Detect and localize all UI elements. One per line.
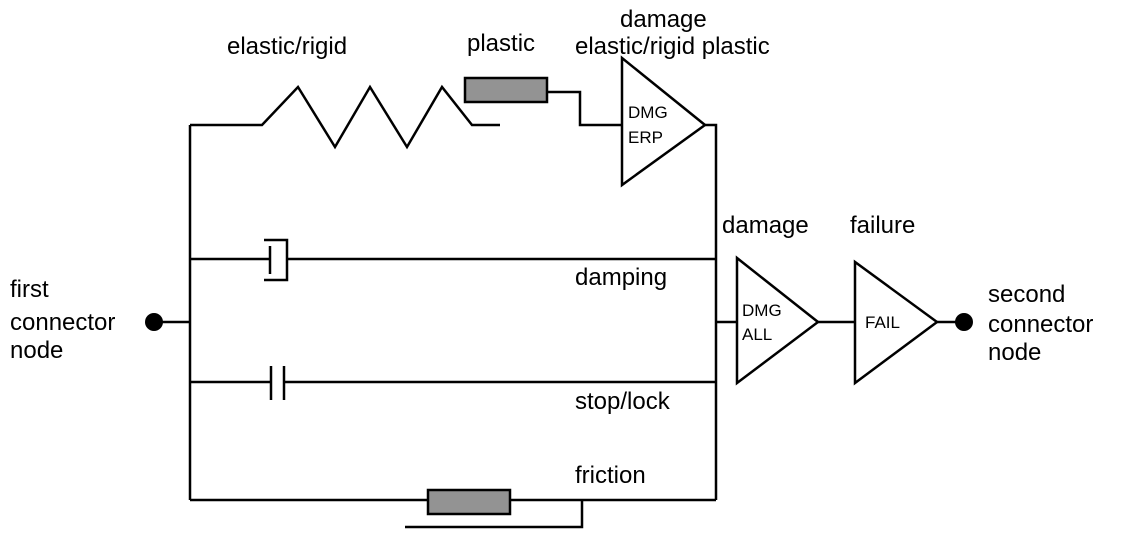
label-second-node-line2: connector [988,311,1093,338]
label-failure: failure [850,212,915,239]
label-plastic: plastic [467,30,535,57]
plastic-element [463,76,549,104]
first-connector-node-dot [145,313,163,331]
label-damping: damping [575,264,667,291]
elastic-rigid-spring [190,84,500,150]
label-second-node-line1: second [988,281,1065,308]
damage-all-triangle [735,255,821,386]
label-first-node-line1: first [10,276,49,303]
dmg-all-label-2: ALL [742,325,772,344]
label-first-node-line3: node [10,337,63,364]
label-damage-erp-line2: elastic/rigid plastic [575,33,770,60]
dmg-all-label-1: DMG [742,301,782,320]
plastic-connector-wire [547,90,622,127]
label-elastic-rigid: elastic/rigid [227,33,347,60]
dmg-erp-label-2: ERP [628,128,663,147]
second-connector-node-dot [955,313,973,331]
friction-element [426,488,512,516]
friction-wire-bottom [405,500,584,529]
label-damage: damage [722,212,809,239]
label-friction: friction [575,462,646,489]
damage-erp-triangle [620,55,708,188]
label-first-node-line2: connector [10,309,115,336]
right-bus-wire [705,123,718,500]
fail-label: FAIL [865,313,900,332]
dmg-erp-label-1: DMG [628,103,668,122]
label-second-node-line3: node [988,339,1041,366]
failure-triangle [853,259,940,386]
label-damage-erp-line1: damage [620,6,707,33]
label-stop-lock: stop/lock [575,388,671,415]
